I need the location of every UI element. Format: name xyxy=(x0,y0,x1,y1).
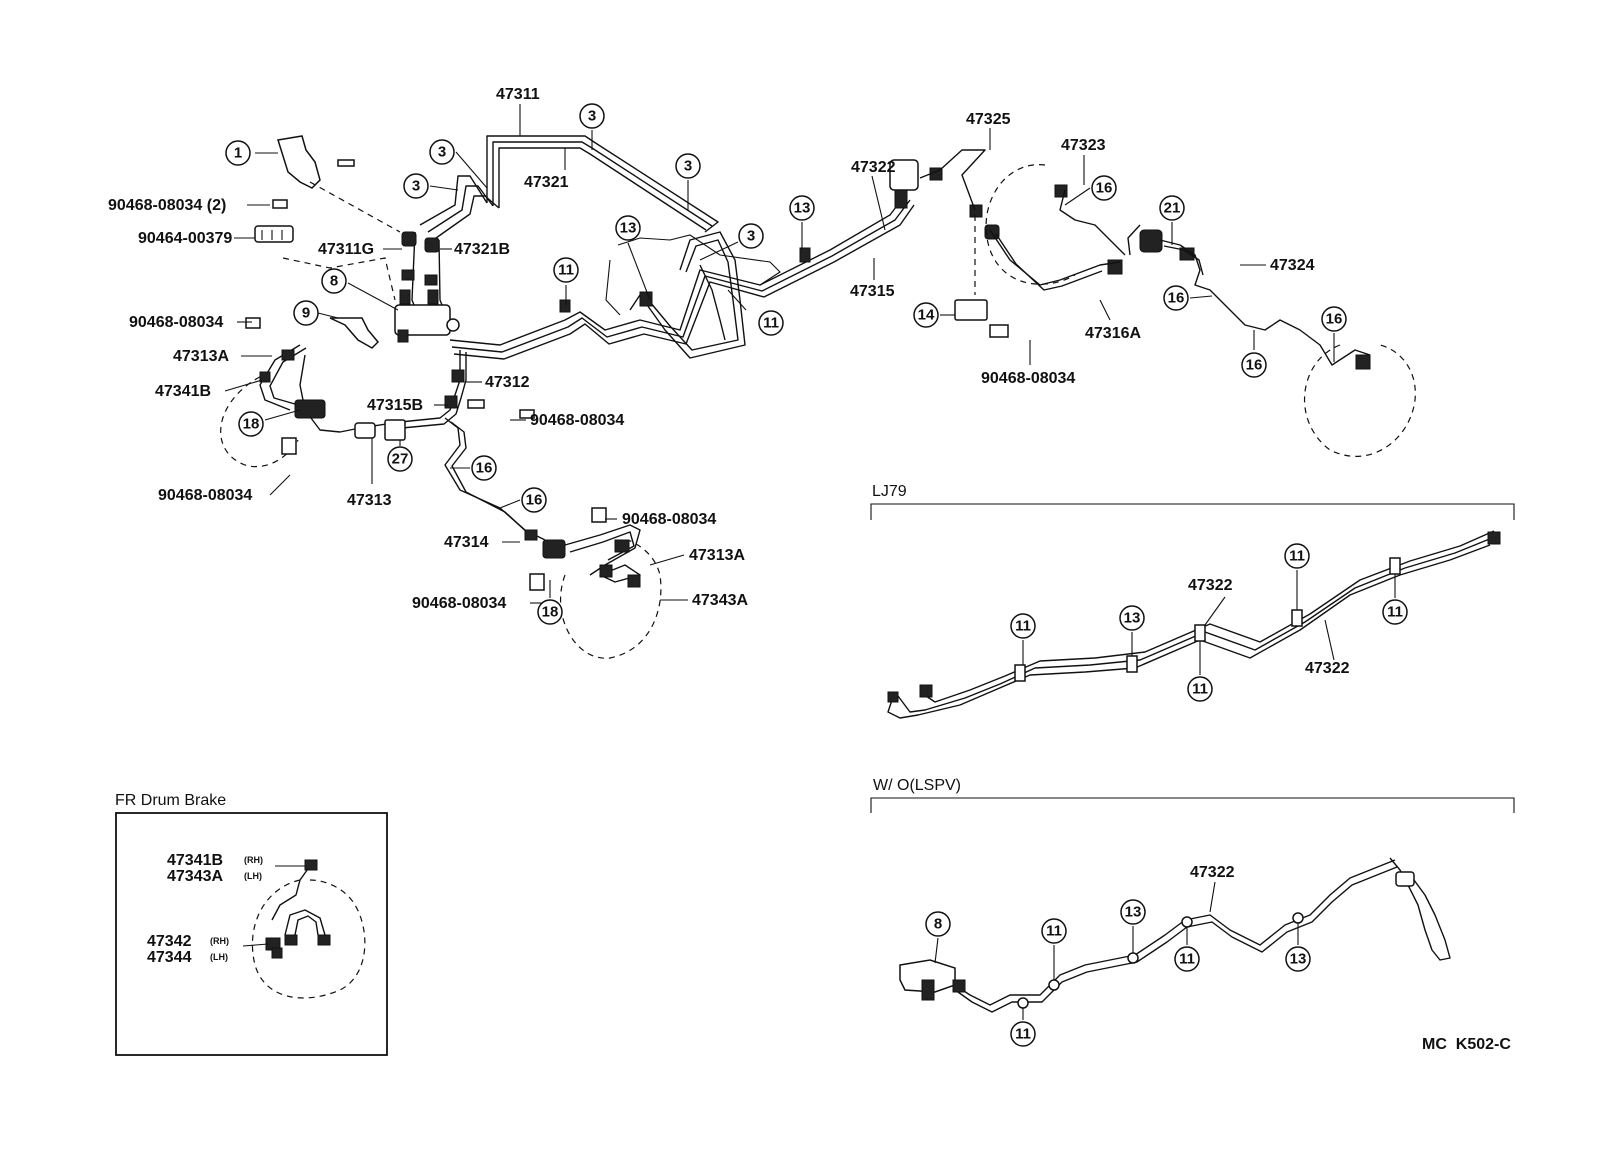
callout-9: 9 xyxy=(302,305,310,322)
callout-21: 21 xyxy=(1164,200,1181,217)
label-47324: 47324 xyxy=(1270,257,1315,274)
callout-3: 3 xyxy=(438,144,446,161)
label-90464-00379: 90464-00379 xyxy=(138,230,232,247)
wo-lspv-label-47322: 47322 xyxy=(1190,864,1235,881)
callout-8: 8 xyxy=(330,273,338,290)
lj79-section: LJ79 11 13 11 11 11 47322 47322 xyxy=(870,483,1515,719)
fr-drum-brake-inset: FR Drum Brake 47341B (RH) 47343A (LH) 47… xyxy=(115,792,388,1056)
main-part-labels: 90468-08034 (2) 90464-00379 47311G 47321… xyxy=(108,86,1315,612)
drum-label-47344: 47344 xyxy=(147,949,192,966)
drum-label-lh: (LH) xyxy=(210,952,228,962)
lj79-callout-13: 13 xyxy=(1124,610,1141,627)
callout-3: 3 xyxy=(412,178,420,195)
callout-16: 16 xyxy=(526,492,543,509)
label-90468-08034: 90468-08034 xyxy=(622,511,716,528)
label-47313a: 47313A xyxy=(689,547,745,564)
wo-lspv-callout-11: 11 xyxy=(1046,923,1062,940)
callout-11: 11 xyxy=(558,262,574,279)
callout-27: 27 xyxy=(392,451,409,468)
callout-3: 3 xyxy=(588,108,596,125)
wo-lspv-section: W/ O(LSPV) 8 11 13 11 11 13 47322 xyxy=(870,777,1515,1047)
label-90468-08034: 90468-08034 xyxy=(530,412,624,429)
label-47341b: 47341B xyxy=(155,383,211,400)
wo-lspv-callout-11: 11 xyxy=(1015,1026,1031,1043)
callout-16: 16 xyxy=(1246,357,1263,374)
callout-16: 16 xyxy=(1096,180,1113,197)
callout-13: 13 xyxy=(620,220,637,237)
lj79-label-47322: 47322 xyxy=(1305,660,1350,677)
label-47343a: 47343A xyxy=(692,592,748,609)
fittings xyxy=(245,159,1371,591)
wo-lspv-title: W/ O(LSPV) xyxy=(873,777,961,794)
wo-lspv-callout-13: 13 xyxy=(1125,904,1142,921)
drum-label-lh: (LH) xyxy=(244,871,262,881)
callout-18: 18 xyxy=(542,604,559,621)
label-47316a: 47316A xyxy=(1085,325,1141,342)
wo-lspv-callout-11: 11 xyxy=(1179,951,1195,968)
label-47311g: 47311G xyxy=(318,241,374,258)
label-47321: 47321 xyxy=(524,174,569,191)
callout-11: 11 xyxy=(763,315,779,332)
wo-lspv-callout-13: 13 xyxy=(1290,951,1307,968)
drum-label-rh: (RH) xyxy=(210,936,229,946)
lj79-callout-11: 11 xyxy=(1015,618,1031,635)
callout-13: 13 xyxy=(794,200,811,217)
drum-label-rh: (RH) xyxy=(244,855,263,865)
label-47315b: 47315B xyxy=(367,397,423,414)
label-47322: 47322 xyxy=(851,159,896,176)
label-47312: 47312 xyxy=(485,374,530,391)
callout-16: 16 xyxy=(1168,290,1185,307)
callout-16: 16 xyxy=(476,460,493,477)
lj79-callout-11: 11 xyxy=(1387,604,1403,621)
lj79-callout-11: 11 xyxy=(1192,681,1208,698)
lj79-label-47322: 47322 xyxy=(1188,577,1233,594)
drum-label-47341b: 47341B xyxy=(167,852,223,869)
label-90468-08034: 90468-08034 xyxy=(158,487,252,504)
drum-label-47343a: 47343A xyxy=(167,868,223,885)
label-47313a: 47313A xyxy=(173,348,229,365)
label-47313: 47313 xyxy=(347,492,392,509)
callout-18: 18 xyxy=(243,416,260,433)
label-47311: 47311 xyxy=(496,86,540,103)
callout-3: 3 xyxy=(747,228,755,245)
label-90468-08034-2: 90468-08034 (2) xyxy=(108,197,226,214)
label-90468-08034: 90468-08034 xyxy=(129,314,223,331)
main-callouts: 1 3 3 3 3 3 8 9 11 13 11 13 18 27 16 16 … xyxy=(225,103,1347,625)
label-47315: 47315 xyxy=(850,283,895,300)
label-90468-08034: 90468-08034 xyxy=(412,595,506,612)
callout-16: 16 xyxy=(1326,311,1343,328)
label-47325: 47325 xyxy=(966,111,1011,128)
callout-3: 3 xyxy=(684,158,692,175)
lj79-callout-11: 11 xyxy=(1289,548,1305,565)
callout-14: 14 xyxy=(918,307,935,324)
main-pipe-network xyxy=(220,135,1416,659)
lj79-title: LJ79 xyxy=(872,483,907,500)
wo-lspv-callout-8: 8 xyxy=(934,916,942,933)
label-47314: 47314 xyxy=(444,534,489,551)
drum-label-47342: 47342 xyxy=(147,933,192,950)
reference-code: MC K502-C xyxy=(1422,1036,1511,1053)
label-90468-08034: 90468-08034 xyxy=(981,370,1075,387)
callout-1: 1 xyxy=(234,145,242,162)
drum-brake-title: FR Drum Brake xyxy=(115,792,226,809)
label-47321b: 47321B xyxy=(454,241,510,258)
label-47323: 47323 xyxy=(1061,137,1106,154)
